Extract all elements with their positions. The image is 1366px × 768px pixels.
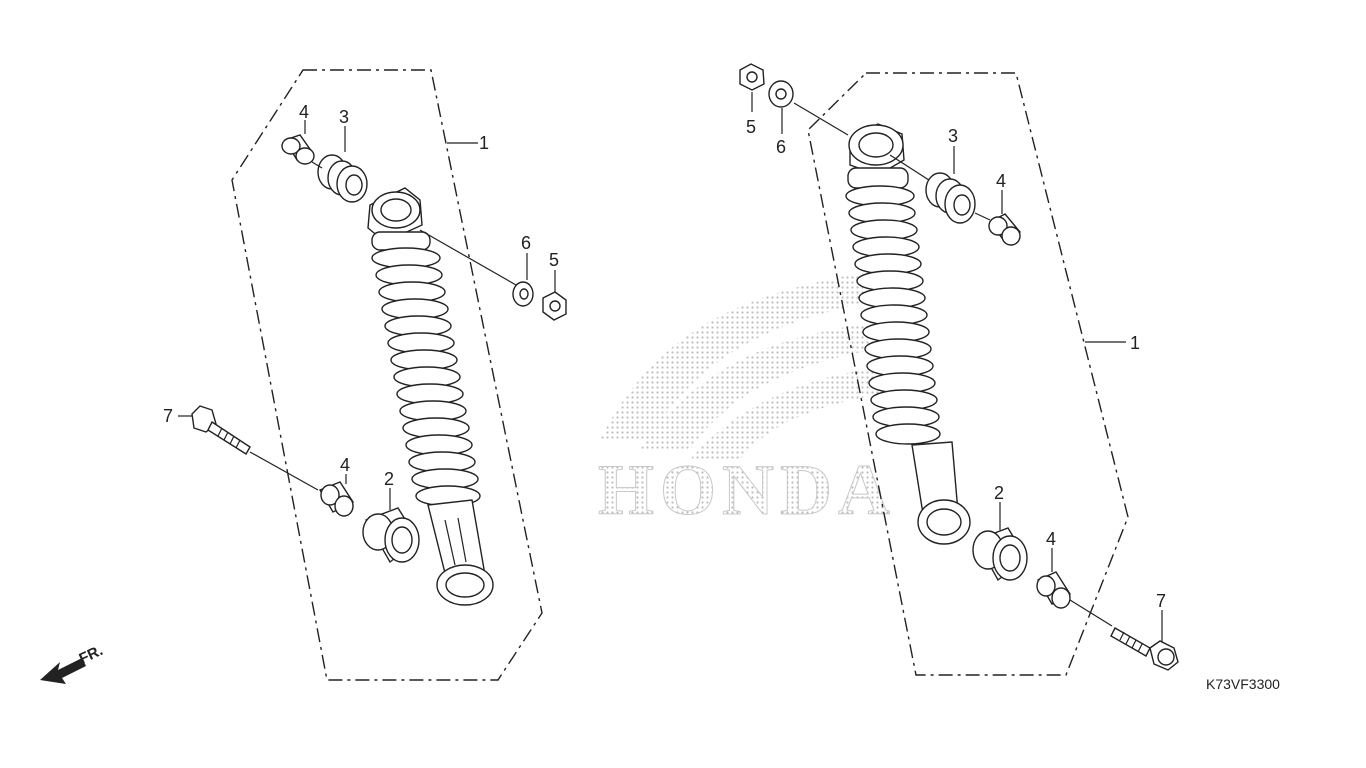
left-shock-assembly: 4 3 1 6 5 7 4 2 (163, 69, 567, 681)
left-washer (512, 281, 534, 307)
callout-4: 4 (1046, 529, 1056, 549)
callout-4: 4 (996, 171, 1006, 191)
callout-4: 4 (340, 455, 350, 475)
diagram-code: K73VF3300 (1206, 676, 1280, 692)
honda-wordmark: HONDA (598, 450, 896, 530)
callout-6: 6 (776, 137, 786, 157)
left-collar-bottom (318, 481, 355, 517)
honda-watermark: HONDA (598, 270, 910, 531)
callout-2: 2 (384, 469, 394, 489)
left-nut (542, 291, 567, 321)
callout-6: 6 (521, 233, 531, 253)
left-collar-top (281, 134, 315, 165)
callout-3: 3 (339, 107, 349, 127)
callout-7: 7 (163, 406, 173, 426)
right-bushing-top (925, 172, 976, 224)
right-spring (845, 167, 971, 545)
left-spring (371, 231, 494, 606)
right-shock-assembly: 5 6 3 4 1 2 4 7 (739, 63, 1179, 676)
left-bushing-top (317, 154, 368, 203)
callout-3: 3 (948, 126, 958, 146)
right-nut (739, 63, 765, 91)
callout-1: 1 (479, 133, 489, 153)
right-bolt (1110, 627, 1179, 671)
right-collar-top (988, 213, 1022, 246)
left-bushing-bottom (362, 507, 420, 564)
callout-5: 5 (746, 117, 756, 137)
right-bushing-bottom (972, 527, 1028, 582)
left-bolt (191, 405, 251, 455)
callout-7: 7 (1156, 591, 1166, 611)
right-washer (768, 80, 794, 108)
callout-4: 4 (299, 102, 309, 122)
callout-5: 5 (549, 250, 559, 270)
callout-2: 2 (994, 483, 1004, 503)
right-collar-bottom (1036, 571, 1071, 609)
callout-1: 1 (1130, 333, 1140, 353)
